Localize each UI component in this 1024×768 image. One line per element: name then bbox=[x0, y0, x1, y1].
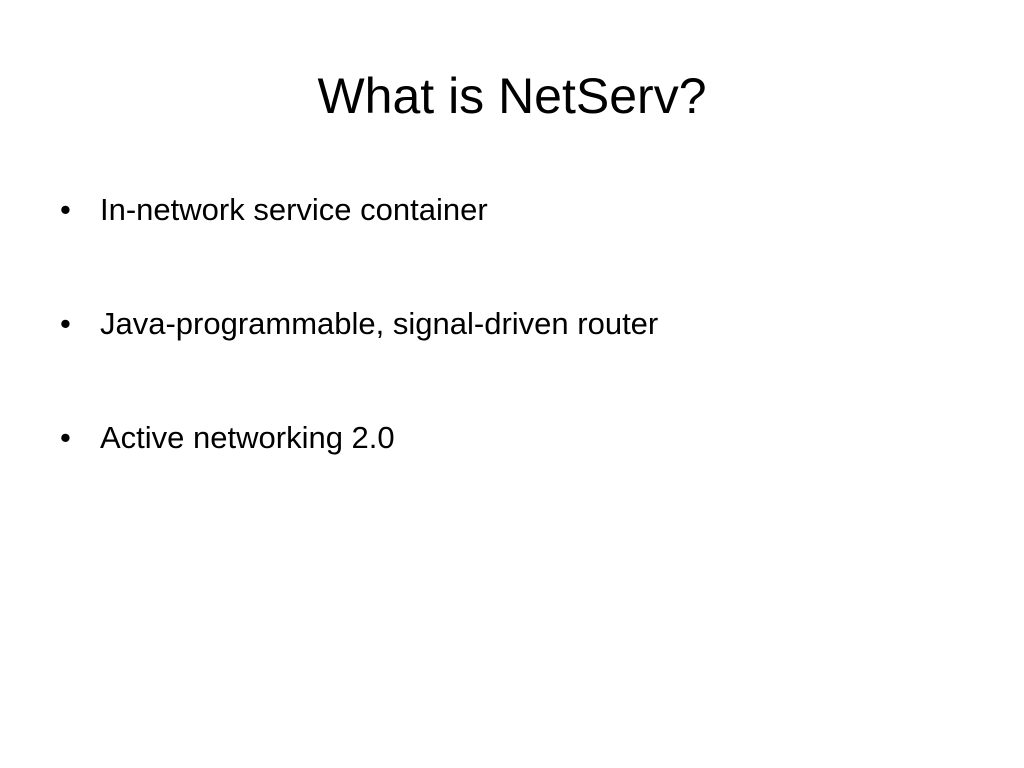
bullet-icon: • bbox=[60, 420, 71, 455]
list-item: • Active networking 2.0 bbox=[60, 414, 960, 528]
bullet-text: Active networking 2.0 bbox=[100, 420, 395, 455]
bullet-icon: • bbox=[60, 192, 71, 227]
bullet-text: Java-programmable, signal-driven router bbox=[100, 306, 659, 341]
bullet-icon: • bbox=[60, 306, 71, 341]
list-item: • Java-programmable, signal-driven route… bbox=[60, 300, 960, 414]
list-item: • In-network service container bbox=[60, 186, 960, 300]
slide-title: What is NetServ? bbox=[317, 68, 707, 124]
bullet-list: • In-network service container • Java-pr… bbox=[60, 186, 960, 528]
bullet-text: In-network service container bbox=[100, 192, 488, 227]
